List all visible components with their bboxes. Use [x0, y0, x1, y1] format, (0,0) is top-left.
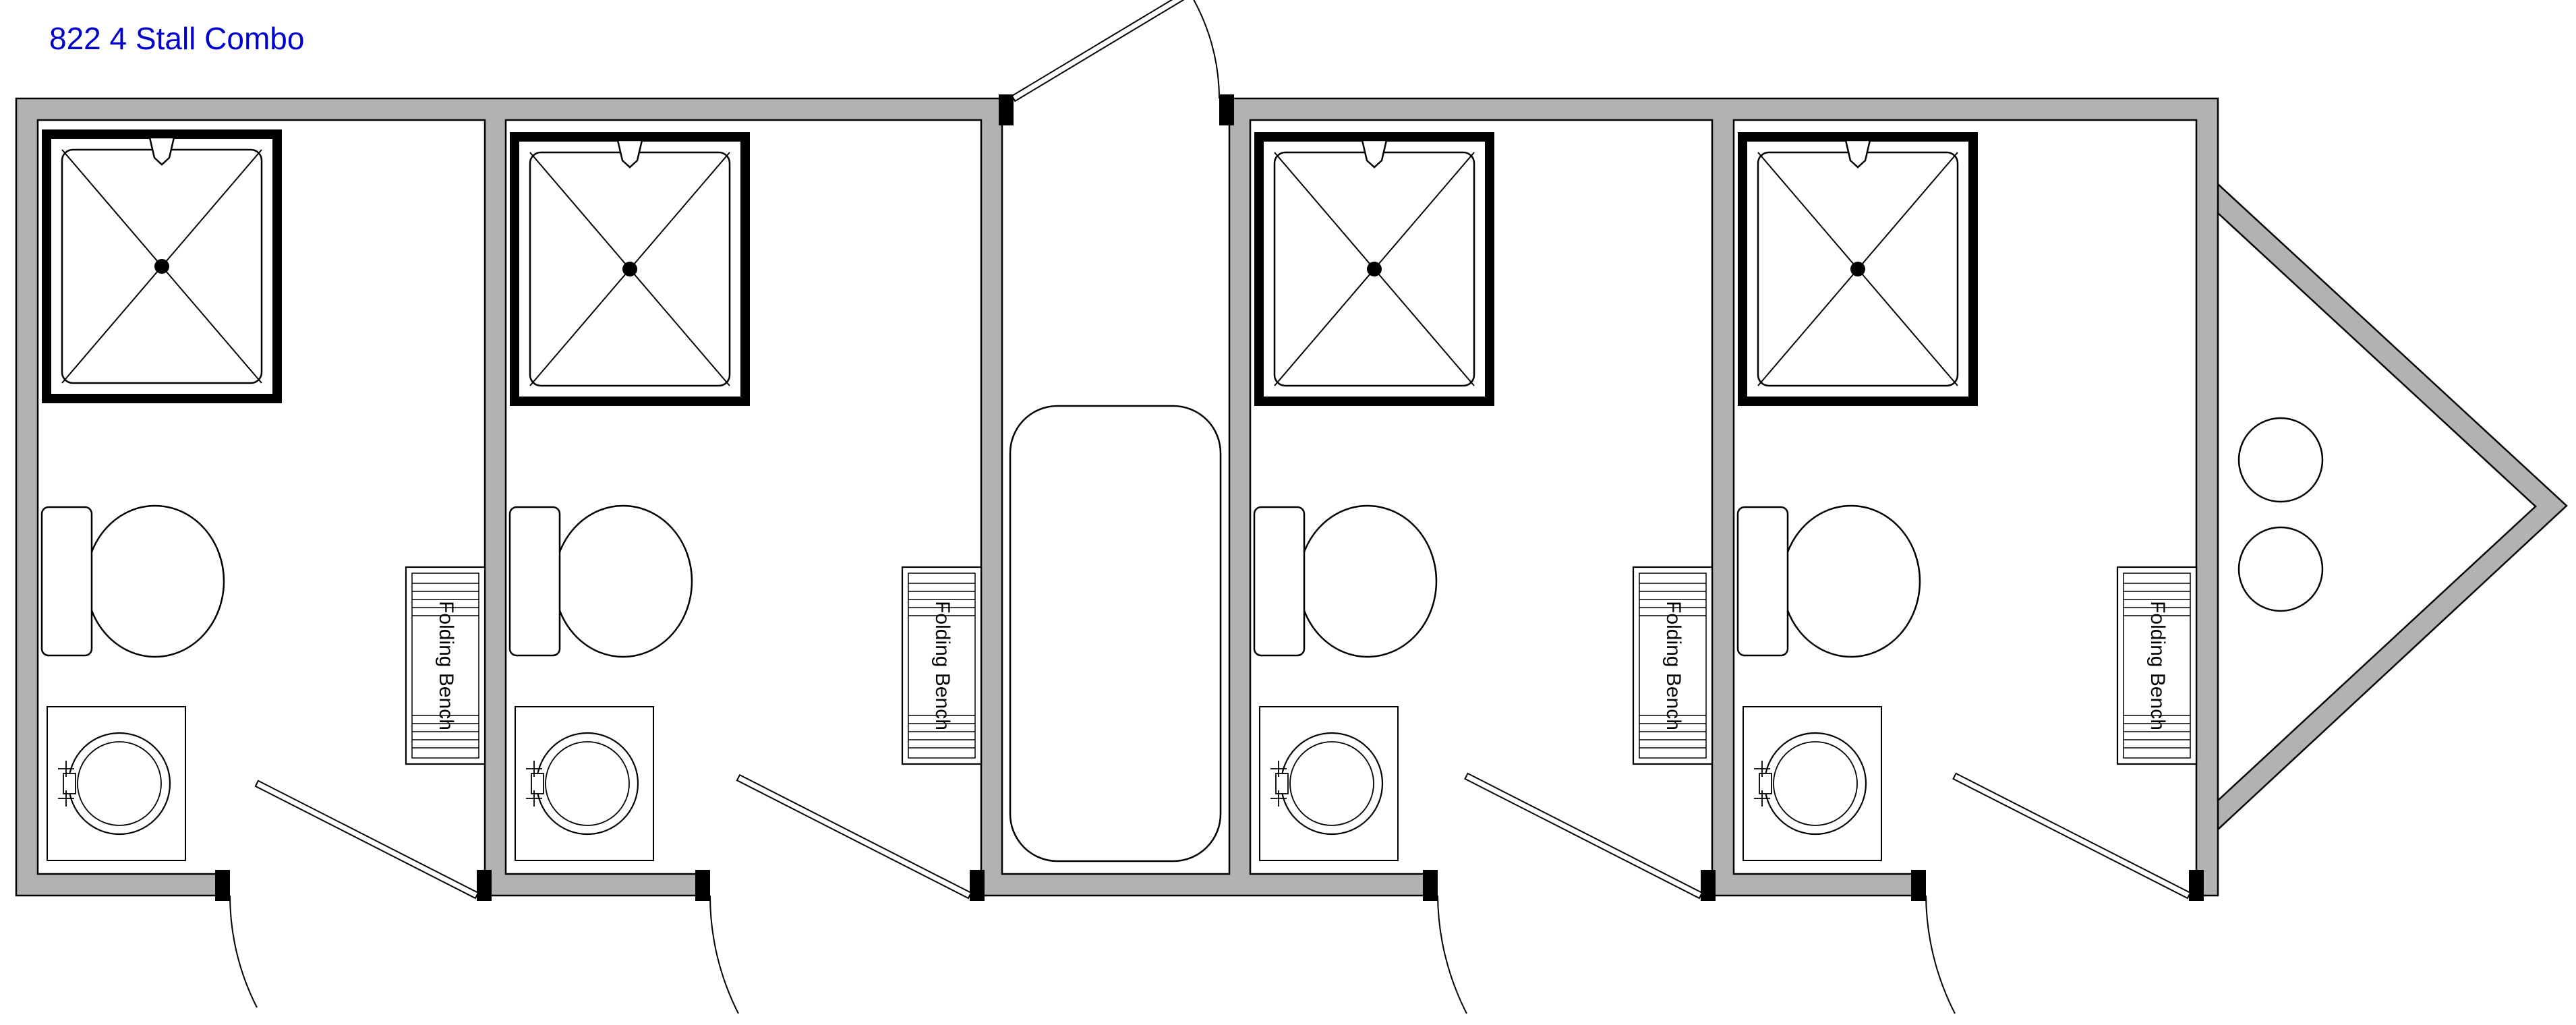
shower-icon — [1743, 137, 1973, 401]
door-swing — [215, 780, 492, 1008]
door-opening-top — [1014, 97, 1219, 121]
folding-bench-label: Folding Bench — [2146, 601, 2169, 730]
door-swing — [999, 0, 1234, 125]
drawing-title: 822 4 Stall Combo — [49, 21, 304, 56]
tank-icon — [2237, 526, 2324, 612]
shower-icon — [47, 134, 277, 399]
toilet-icon — [40, 504, 225, 658]
sink-icon — [46, 705, 187, 862]
toilet-icon — [1253, 504, 1438, 658]
tub-icon — [1009, 405, 1222, 862]
folding-bench-label: Folding Bench — [435, 601, 457, 730]
toilet-icon — [508, 504, 693, 658]
folding-bench-label: Folding Bench — [931, 601, 954, 730]
toilet-icon — [1736, 504, 1921, 658]
door-swing — [1423, 772, 1716, 1014]
shower-icon — [515, 137, 745, 401]
sink-icon — [1742, 705, 1883, 862]
door-swing — [1911, 772, 2204, 1014]
door-swing — [695, 773, 985, 1014]
sink-icon — [514, 705, 655, 862]
folding-bench-label: Folding Bench — [1662, 601, 1685, 730]
tank-icon — [2237, 417, 2324, 503]
shower-icon — [1259, 137, 1490, 401]
sink-icon — [1258, 705, 1399, 862]
tongue-interior — [2217, 211, 2537, 802]
